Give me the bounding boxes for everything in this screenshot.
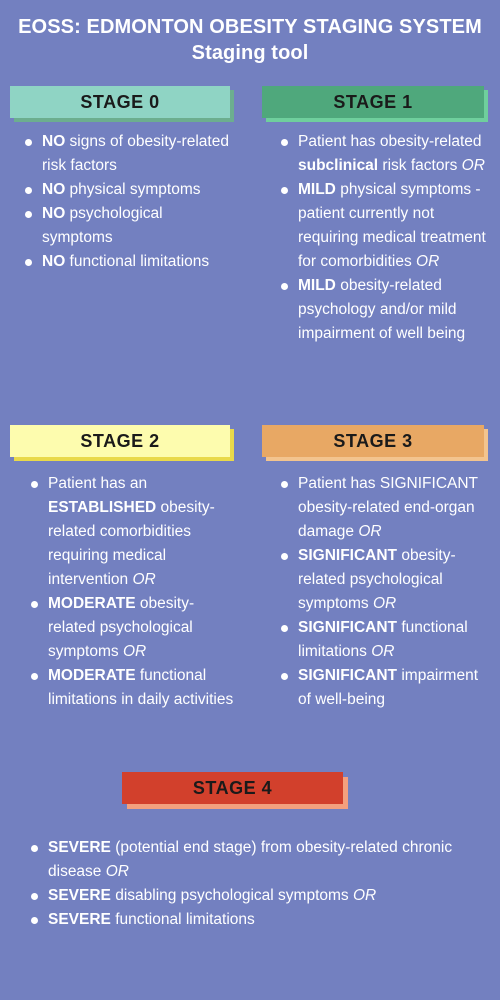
bold-text: SIGNIFICANT xyxy=(298,667,398,684)
italic-text: OR xyxy=(105,863,129,880)
stage-3-list: Patient has SIGNIFICANT obesity-related … xyxy=(278,472,490,712)
bold-text: SEVERE xyxy=(48,839,111,856)
list-item: Patient has SIGNIFICANT obesity-related … xyxy=(278,472,490,544)
list-item: SEVERE (potential end stage) from obesit… xyxy=(28,836,488,884)
bold-text: SIGNIFICANT xyxy=(298,547,398,564)
list-item: Patient has an ESTABLISHED obesity-relat… xyxy=(28,472,238,592)
stage-4-list: SEVERE (potential end stage) from obesit… xyxy=(28,836,488,932)
italic-text: OR xyxy=(416,253,440,270)
italic-text: OR xyxy=(371,643,395,660)
bold-text: NO xyxy=(42,205,66,222)
stage-1-label: STAGE 1 xyxy=(262,86,484,118)
stage-1-list: Patient has obesity-related subclinical … xyxy=(278,130,488,346)
text-span: physical symptoms xyxy=(65,181,201,198)
title-line-1: EOSS: EDMONTON OBESITY STAGING SYSTEM xyxy=(18,16,482,38)
text-span: psychological symptoms xyxy=(42,205,163,246)
italic-text: OR xyxy=(122,643,147,660)
text-span: physical symptoms - patient currently no… xyxy=(298,181,486,270)
text-span: Patient has obesity-related xyxy=(298,133,482,150)
text-span: obesity-related psychological symptoms xyxy=(298,547,456,612)
list-item: NO physical symptoms xyxy=(22,178,237,202)
text-span: functional limitations xyxy=(298,619,468,660)
bold-text: NO xyxy=(42,181,66,198)
stage-0-label: STAGE 0 xyxy=(10,86,230,118)
text-span: (potential end stage) from obesity-relat… xyxy=(48,839,453,880)
list-item: SIGNIFICANT impairment of well-being xyxy=(278,664,490,712)
text-span: Patient has an xyxy=(48,475,148,492)
list-item: MODERATE obesity-related psychological s… xyxy=(28,592,238,664)
stage-3-label: STAGE 3 xyxy=(262,425,484,457)
list-item: MILD physical symptoms - patient current… xyxy=(278,178,488,274)
text-span: functional limitations xyxy=(110,911,255,928)
bold-text: SEVERE xyxy=(48,887,111,904)
list-item: NO psychological symptoms xyxy=(22,202,237,250)
list-item: SEVERE disabling psychological symptoms … xyxy=(28,884,488,908)
bold-text: ESTABLISHED xyxy=(48,499,157,516)
text-span: obesity-related psychology and/or mild i… xyxy=(298,277,466,342)
list-item: SIGNIFICANT functional limitations OR xyxy=(278,616,490,664)
text-span: obesity-related psychological symptoms xyxy=(48,595,195,660)
list-item: SEVERE functional limitations xyxy=(28,908,488,932)
stage-3-header: STAGE 3 xyxy=(262,425,488,461)
stage-4-label: STAGE 4 xyxy=(122,772,343,804)
text-span: impairment of well-being xyxy=(298,667,478,708)
text-span: risk factors xyxy=(378,157,462,174)
italic-text: OR xyxy=(132,571,156,588)
text-span: functional limitations in daily activiti… xyxy=(48,667,234,708)
stage-2-label: STAGE 2 xyxy=(10,425,230,457)
stage-0-header: STAGE 0 xyxy=(10,86,234,122)
text-span: Patient has SIGNIFICANT obesity-related … xyxy=(298,475,478,540)
stage-2-header: STAGE 2 xyxy=(10,425,234,461)
bold-text: subclinical xyxy=(298,157,379,174)
bold-text: NO xyxy=(42,133,66,150)
italic-text: OR xyxy=(352,887,377,904)
bold-text: MILD xyxy=(298,181,336,198)
list-item: MILD obesity-related psychology and/or m… xyxy=(278,274,488,346)
page-title: EOSS: EDMONTON OBESITY STAGING SYSTEM St… xyxy=(0,14,500,66)
text-span: obesity-related comorbidities requiring … xyxy=(48,499,215,588)
bold-text: MODERATE xyxy=(48,595,136,612)
list-item: MODERATE functional limitations in daily… xyxy=(28,664,238,712)
italic-text: OR xyxy=(358,523,382,540)
stage-1-header: STAGE 1 xyxy=(262,86,488,122)
bold-text: SEVERE xyxy=(48,911,111,928)
title-line-2: Staging tool xyxy=(191,42,309,64)
stage-0-list: NO signs of obesity-related risk factors… xyxy=(22,130,237,274)
bold-text: MODERATE xyxy=(48,667,136,684)
stage-2-list: Patient has an ESTABLISHED obesity-relat… xyxy=(28,472,238,712)
list-item: SIGNIFICANT obesity-related psychologica… xyxy=(278,544,490,616)
italic-text: OR xyxy=(461,157,485,174)
bold-text: NO xyxy=(42,253,66,270)
list-item: Patient has obesity-related subclinical … xyxy=(278,130,488,178)
bold-text: MILD xyxy=(298,277,336,294)
stage-4-header: STAGE 4 xyxy=(122,772,348,810)
list-item: NO functional limitations xyxy=(22,250,237,274)
bold-text: SIGNIFICANT xyxy=(298,619,398,636)
text-span: functional limitations xyxy=(65,253,210,270)
italic-text: OR xyxy=(372,595,397,612)
list-item: NO signs of obesity-related risk factors xyxy=(22,130,237,178)
text-span: signs of obesity-related risk factors xyxy=(42,133,229,174)
text-span: disabling psychological symptoms xyxy=(110,887,353,904)
